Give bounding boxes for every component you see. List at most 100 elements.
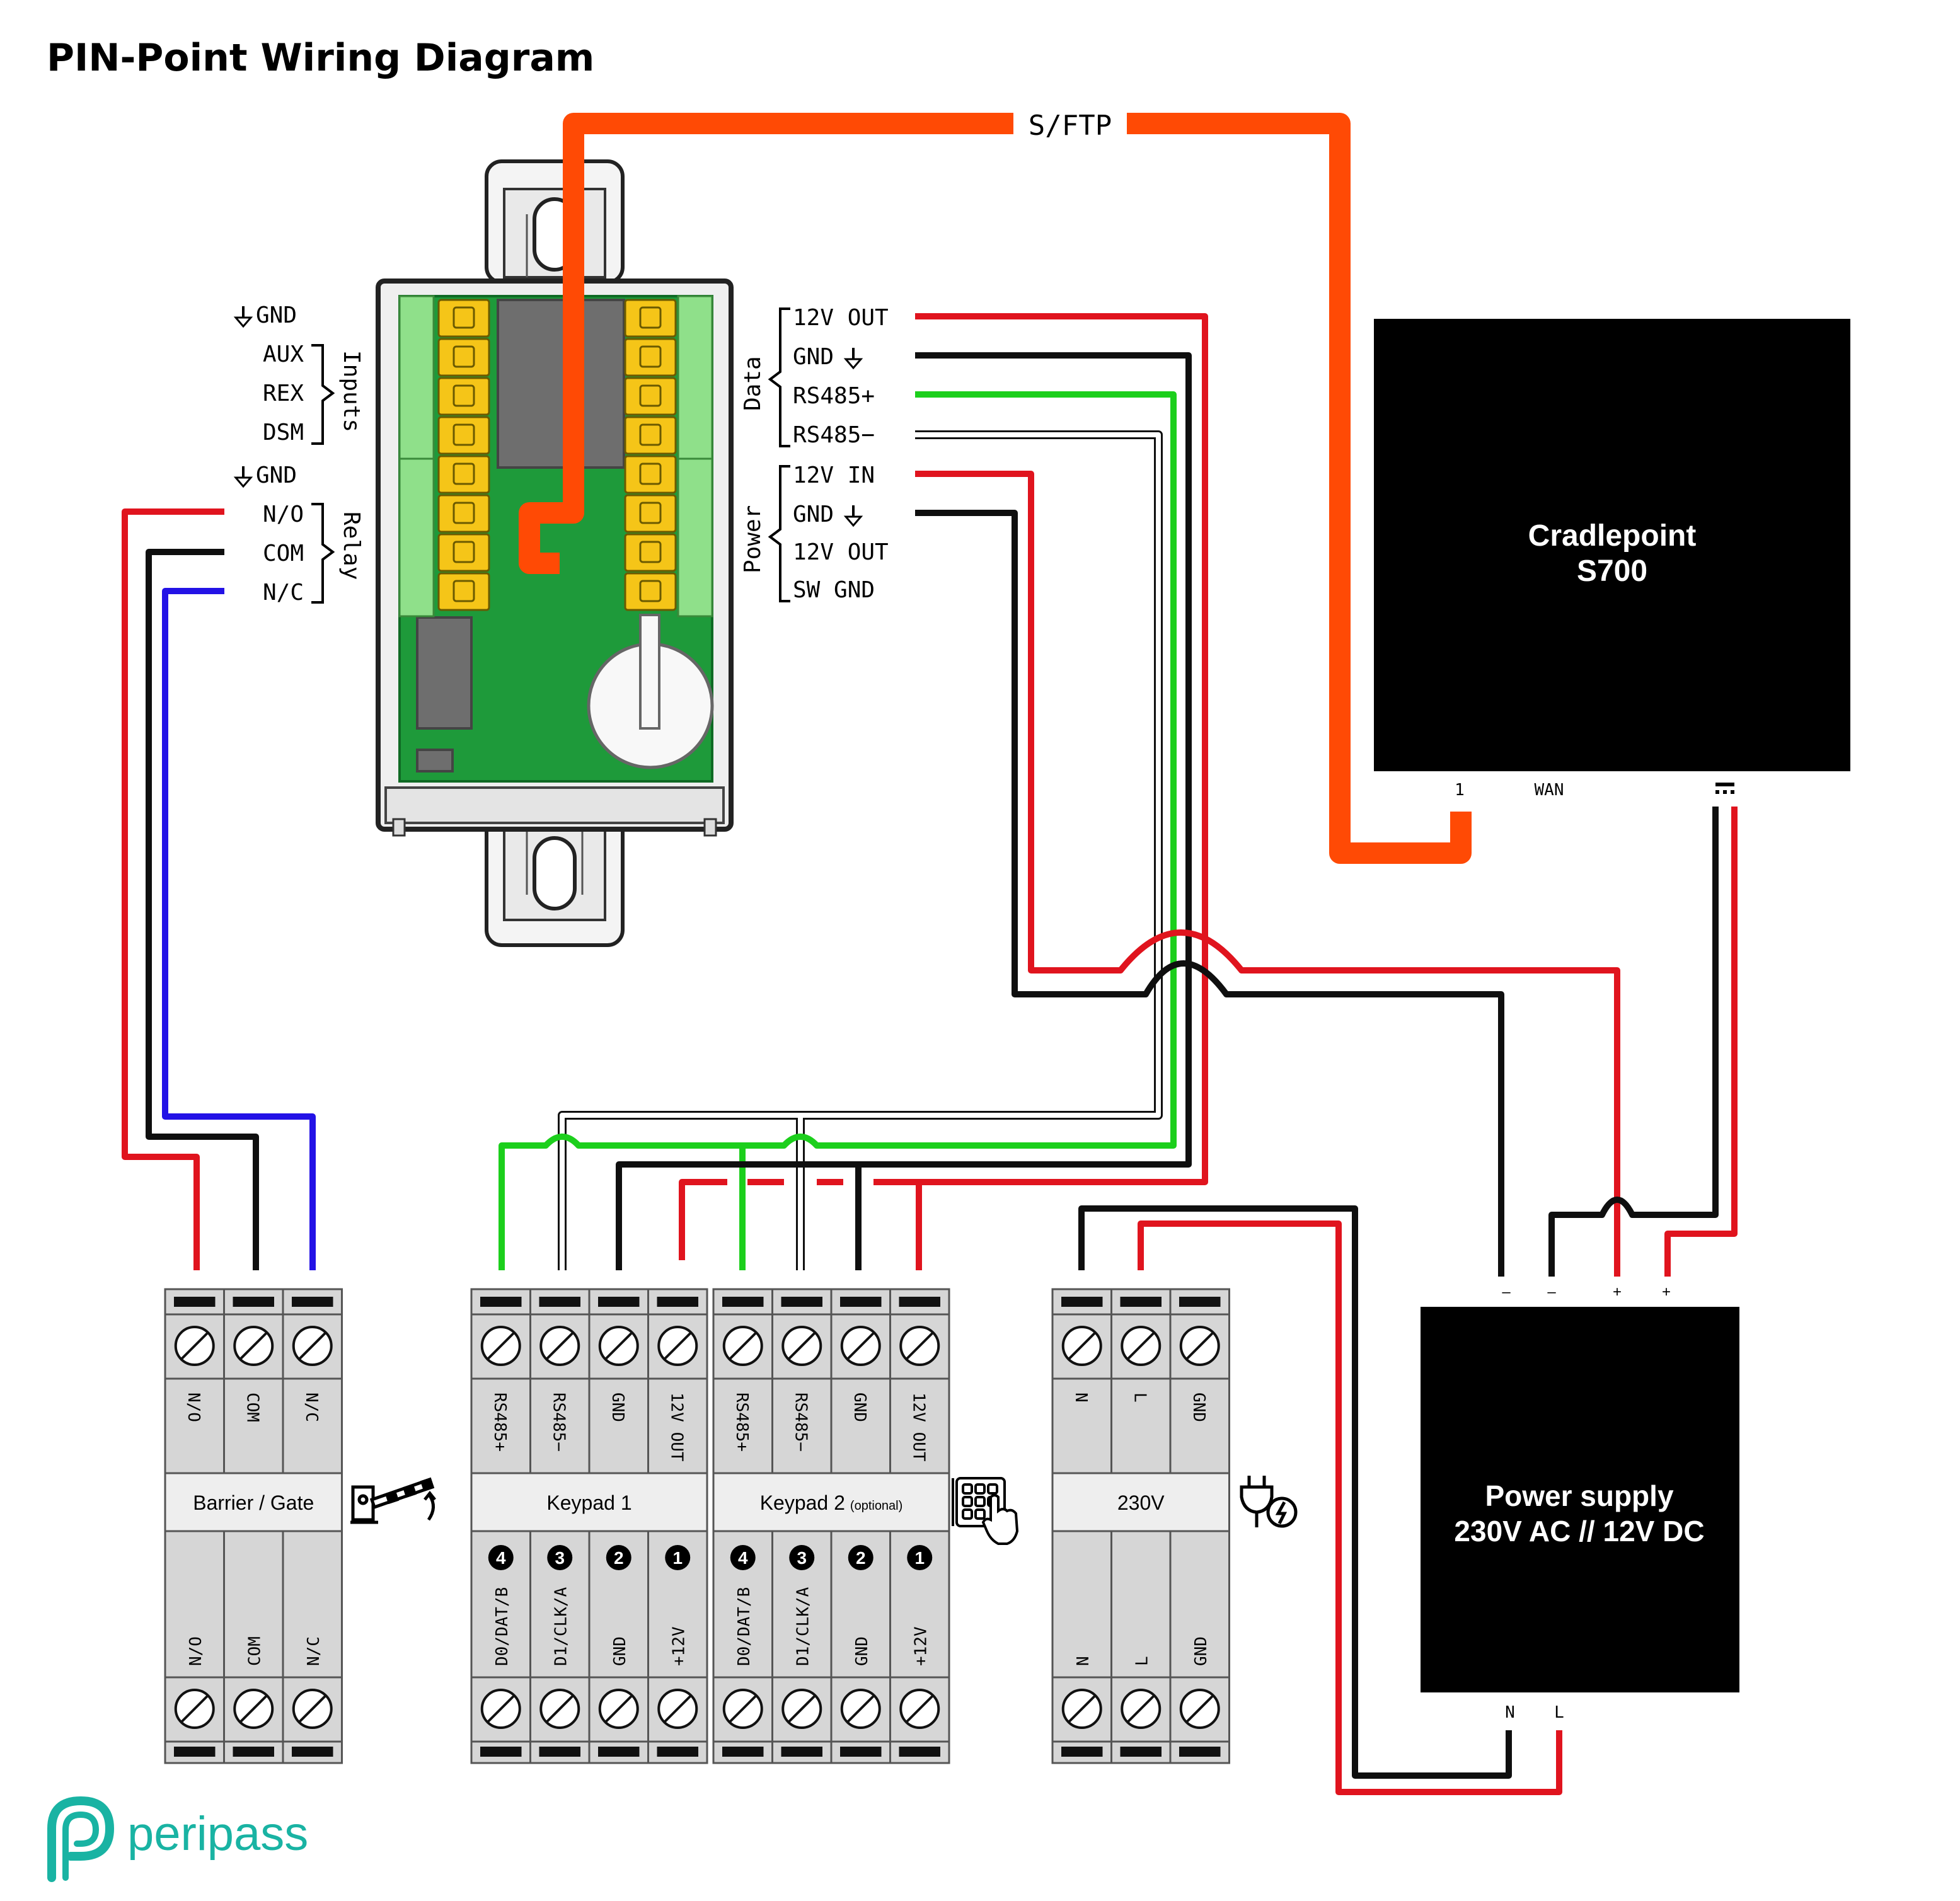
left-terminal-7 [437, 533, 490, 572]
keypad-touch-icon [952, 1477, 1019, 1545]
terminal-label-top: GND [1189, 1393, 1208, 1422]
right-terminal-1 [624, 299, 677, 338]
terminal-column-left [437, 299, 490, 611]
router-body [1374, 319, 1850, 771]
wire-router-power-red [1664, 807, 1738, 1277]
bracket-data [768, 307, 790, 447]
ground-icon [843, 348, 863, 370]
right-terminal-5 [624, 455, 677, 494]
module-label: 230V [1117, 1491, 1165, 1514]
label-sw-gnd: SW GND [793, 577, 875, 603]
bracket-relay [311, 503, 335, 604]
terminal-cap [292, 1747, 333, 1757]
router-name-line1: Cradlepoint [1528, 519, 1697, 553]
label-rex: REX [263, 381, 304, 406]
terminal-label-bottom: D0/DAT/B [493, 1587, 512, 1666]
pin-number-badge [488, 1545, 514, 1570]
pin-number-text: 3 [555, 1548, 565, 1568]
left-terminal-6 [437, 494, 490, 533]
terminal-cap [899, 1747, 940, 1757]
terminal-cap [1179, 1747, 1221, 1757]
module-keypad2: RS485+D0/DAT/B4RS485−D1/CLK/A3GNDGND212V… [712, 1288, 950, 1764]
wire-rs485-minus [560, 432, 1161, 1270]
pin-number-badge [665, 1545, 691, 1570]
module-keypad1: RS485+D0/DAT/B4RS485−D1/CLK/A3GNDGND212V… [470, 1288, 708, 1764]
psu-input-l: L [1554, 1703, 1564, 1722]
bracket-power [768, 465, 790, 602]
wire-relay-nc [162, 588, 316, 1270]
label-gnd-power: GND [793, 502, 834, 527]
psu-terminal-4: + [1662, 1284, 1671, 1301]
ground-icon [233, 466, 253, 488]
psu-terminal-3: + [1613, 1284, 1622, 1301]
terminal-cap [539, 1747, 580, 1757]
terminal-cap [1120, 1297, 1162, 1307]
left-terminal-2 [437, 338, 490, 377]
label-rs485-minus: RS485− [793, 422, 875, 448]
terminal-cap [781, 1297, 822, 1307]
pin-number-badge [547, 1545, 573, 1570]
module-label: Keypad 1 [546, 1491, 631, 1514]
wire-router-power-black [1548, 807, 1719, 1277]
terminal-label-bottom: GND [1192, 1636, 1211, 1666]
brand-name: peripass [127, 1807, 308, 1861]
pin-number-badge [730, 1545, 756, 1570]
terminal-cap [233, 1747, 274, 1757]
psu-name-line1: Power supply [1485, 1479, 1673, 1512]
terminal-label-bottom: D1/CLK/A [793, 1587, 812, 1666]
terminal-label-top: RS485+ [490, 1393, 509, 1452]
pin-number-badge [848, 1545, 873, 1570]
terminal-column-right [624, 299, 677, 611]
terminal-label-bottom: D1/CLK/A [551, 1587, 570, 1666]
router-port-1: 1 [1455, 781, 1465, 800]
terminal-label-top: GND [608, 1393, 627, 1422]
terminal-label-bottom: +12V [911, 1626, 930, 1666]
label-12v-out-power: 12V OUT [793, 539, 889, 565]
wire-gnd-power [915, 510, 1504, 1277]
pin-number-text: 2 [614, 1548, 624, 1568]
terminal-cap [1179, 1297, 1221, 1307]
left-terminal-3 [437, 377, 490, 416]
ethernet-cable-label: S/FTP [1029, 110, 1112, 142]
terminal-label-bottom: N/O [187, 1636, 205, 1666]
pinpoint-right-labels: Data 12V OUT GND RS485+ RS485− Power 12V… [740, 305, 889, 603]
right-terminal-8 [624, 572, 677, 611]
label-relay-nc: N/C [263, 580, 304, 606]
terminal-label-bottom: GND [853, 1636, 872, 1666]
terminal-cap [292, 1297, 333, 1307]
terminal-label-bottom: N [1074, 1656, 1093, 1666]
pin-number-badge [606, 1545, 631, 1570]
psu-input-n: N [1505, 1703, 1515, 1722]
group-label-inputs: Inputs [338, 350, 364, 432]
terminal-cap [657, 1297, 698, 1307]
terminal-label-top: N [1071, 1393, 1090, 1403]
label-rs485-plus: RS485+ [793, 383, 875, 409]
module-label: Barrier / Gate [193, 1491, 314, 1514]
terminal-cap [480, 1297, 522, 1307]
wire-gnd-data [616, 352, 1192, 1270]
terminal-label-top: RS485+ [732, 1393, 751, 1452]
pin-number-text: 2 [856, 1548, 866, 1568]
group-label-power: Power [740, 505, 766, 573]
pin-number-badge [789, 1545, 815, 1570]
label-12v-out-data: 12V OUT [793, 305, 889, 331]
label-gnd-input: GND [256, 302, 297, 328]
pin-number-text: 4 [496, 1548, 506, 1568]
ground-icon [233, 306, 253, 328]
label-gnd-relay: GND [256, 462, 297, 488]
ground-icon [843, 505, 863, 527]
router-name-line2: S700 [1577, 554, 1647, 588]
wire-mains-n [1078, 1205, 1512, 1779]
terminal-label-top: RS485− [549, 1393, 568, 1452]
wire-relay-com [146, 549, 259, 1270]
terminal-label-bottom: +12V [669, 1626, 688, 1666]
terminal-cap [539, 1297, 580, 1307]
terminal-cap [1061, 1297, 1103, 1307]
pin-number-text: 1 [914, 1548, 925, 1568]
cradlepoint-router: Cradlepoint S700 1 WAN [1374, 319, 1850, 800]
terminal-label-bottom: D0/DAT/B [735, 1587, 754, 1666]
pin-number-text: 3 [797, 1548, 807, 1568]
dc-power-symbol-icon [1715, 783, 1734, 794]
terminal-cap [722, 1747, 764, 1757]
